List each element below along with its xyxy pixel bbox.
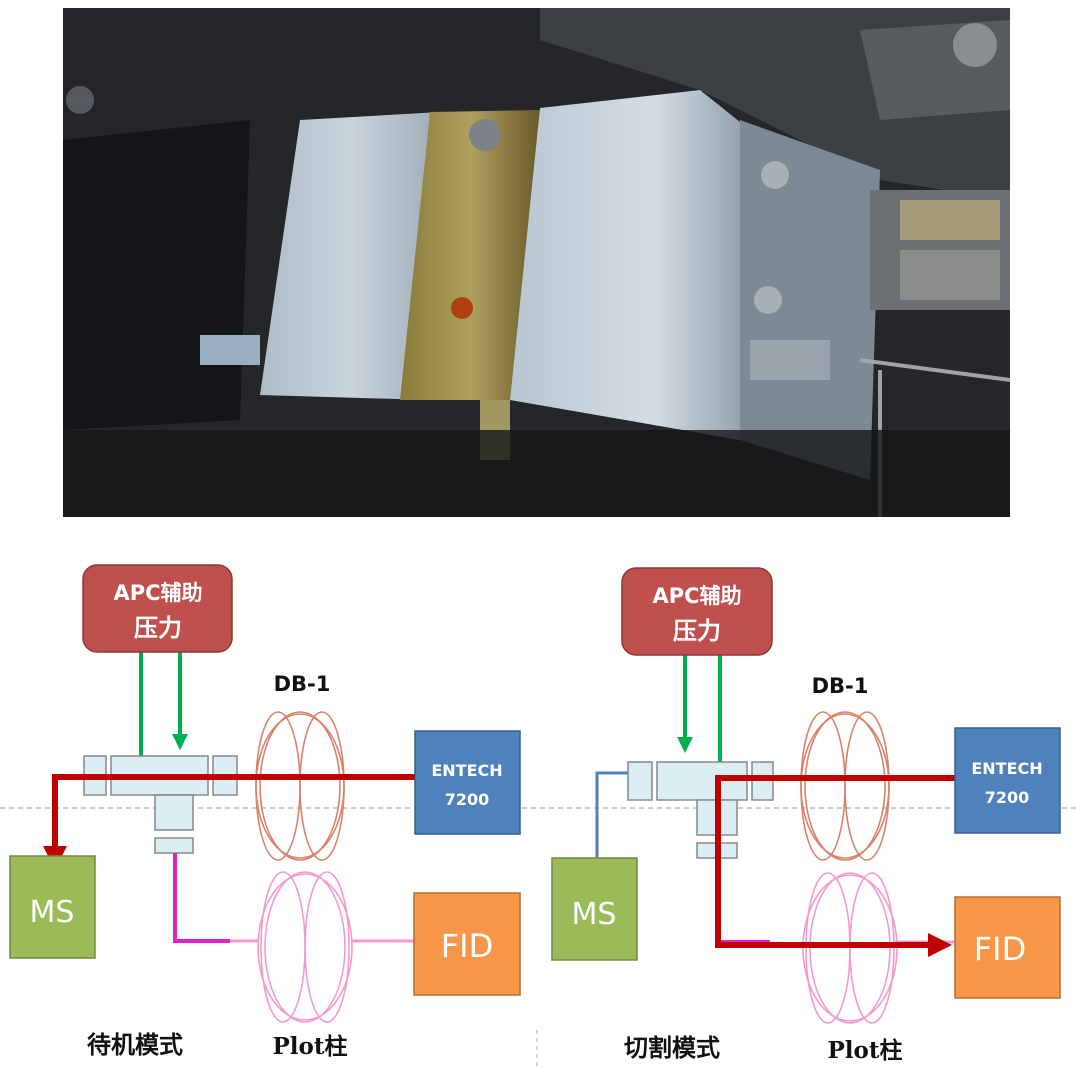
ms-transfer-line bbox=[595, 771, 628, 858]
mode-label: 切割模式 bbox=[624, 1034, 720, 1062]
entech-label-line2: 7200 bbox=[985, 788, 1030, 807]
ms-label: MS bbox=[572, 897, 617, 932]
apc-label-line1: APC辅助 bbox=[652, 584, 741, 608]
apc-label-line2: 压力 bbox=[673, 617, 721, 645]
ms-label: MS bbox=[30, 895, 75, 930]
fid-label: FID bbox=[974, 930, 1026, 968]
transfer-line-magenta bbox=[173, 853, 230, 943]
brass-plate bbox=[400, 110, 540, 400]
sample-flow-arrow bbox=[43, 774, 415, 870]
entech-box: ENTECH 7200 bbox=[954, 727, 1061, 834]
heartcut-mode-panel: APC辅助 压力 ENTECH 7200 MS FID DB-1 Plot柱 切… bbox=[551, 567, 1061, 1064]
entech-box: ENTECH 7200 bbox=[414, 730, 521, 835]
fid-box: FID bbox=[954, 896, 1061, 999]
apc-box: APC辅助 压力 bbox=[621, 567, 773, 656]
plot-column-label: Plot柱 bbox=[273, 1033, 348, 1060]
plot-column-coil bbox=[257, 871, 353, 1023]
entech-label-line2: 7200 bbox=[445, 790, 490, 809]
sample-flow-arrow bbox=[715, 775, 955, 957]
db1-column-coil bbox=[800, 711, 890, 861]
entech-label-line1: ENTECH bbox=[431, 761, 502, 780]
db1-column-coil bbox=[255, 711, 345, 861]
apc-label-line1: APC辅助 bbox=[113, 581, 202, 605]
standby-mode-panel: APC辅助 压力 ENTECH 7200 MS FID DB-1 Plot柱 待… bbox=[9, 564, 521, 1060]
mode-label: 待机模式 bbox=[87, 1031, 183, 1059]
db1-label: DB-1 bbox=[274, 672, 331, 696]
fid-box: FID bbox=[413, 892, 521, 996]
fid-label: FID bbox=[441, 927, 493, 965]
plot-column-label: Plot柱 bbox=[828, 1037, 903, 1064]
ms-box: MS bbox=[9, 855, 96, 959]
deans-switch-connector bbox=[83, 755, 238, 854]
entech-label-line1: ENTECH bbox=[971, 759, 1042, 778]
apc-label-line2: 压力 bbox=[134, 614, 182, 642]
device-photo bbox=[63, 8, 1011, 517]
metal-bracket-right bbox=[510, 90, 750, 440]
ms-box: MS bbox=[551, 857, 638, 961]
metal-bracket-left bbox=[260, 112, 440, 400]
db1-label: DB-1 bbox=[812, 674, 869, 698]
apc-box: APC辅助 压力 bbox=[82, 564, 233, 653]
